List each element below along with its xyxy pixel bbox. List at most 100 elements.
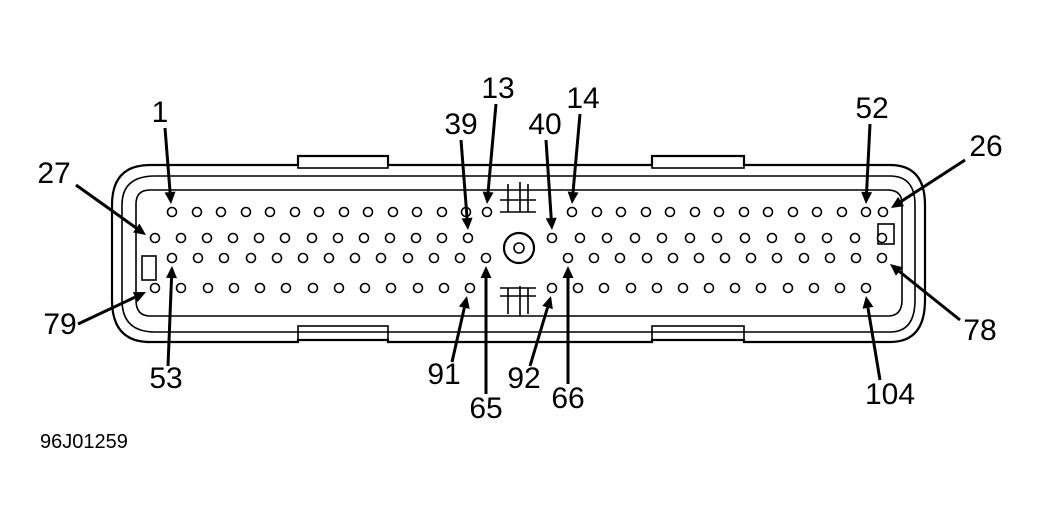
pin-row-1-pin (738, 206, 750, 218)
pin-row-3-pin (349, 252, 361, 264)
pin-row-4-pin (625, 282, 637, 294)
pin-row-4-pin (598, 282, 610, 294)
pin-row-1-pin (362, 206, 374, 218)
pin-row-4-pin (438, 282, 450, 294)
pin-grid (149, 206, 889, 294)
pin-row-4-pin (546, 282, 558, 294)
pin-row-2-pin (684, 232, 696, 244)
pin-row-4-pin (254, 282, 266, 294)
callout-arrow-27 (75, 183, 138, 230)
pin-row-1-pin (860, 206, 872, 218)
pin-label-27: 27 (37, 157, 70, 190)
pin-row-2-pin (711, 232, 723, 244)
callout-arrow-26 (900, 158, 966, 203)
pin-row-4-pin (280, 282, 292, 294)
pin-row-1-pin (191, 206, 203, 218)
callout-arrow-92 (528, 307, 549, 367)
pin-row-2-pin (821, 232, 833, 244)
callout-arrowhead-14 (567, 191, 579, 204)
pin-row-4-pin (703, 282, 715, 294)
pin-row-3-pin (824, 252, 836, 264)
callout-arrowhead-13 (482, 191, 494, 204)
pin-label-14: 14 (566, 82, 599, 115)
pin-row-2-pin (149, 232, 161, 244)
pin-label-40: 40 (528, 108, 561, 141)
pin-row-3-pin (192, 252, 204, 264)
callout-arrow-78 (898, 270, 961, 322)
pin-row-1-pin (787, 206, 799, 218)
connector-housing (110, 154, 927, 344)
pin-label-39: 39 (444, 108, 477, 141)
pin-row-2-pin (462, 232, 474, 244)
pin-row-2-pin (358, 232, 370, 244)
pin-row-3-pin (745, 252, 757, 264)
pin-label-13: 13 (481, 72, 514, 105)
callout-arrowhead-78 (890, 264, 903, 276)
pin-row-4-pin (808, 282, 820, 294)
pin-row-4-pin (175, 282, 187, 294)
callout-arrowhead-104 (862, 296, 874, 309)
callout-arrow-52 (865, 123, 872, 193)
callout-arrowhead-79 (132, 292, 146, 303)
pin-row-2-pin (601, 232, 613, 244)
pin-row-3-pin (798, 252, 810, 264)
pin-row-4-pin (464, 282, 476, 294)
pin-row-2-pin (739, 232, 751, 244)
pin-row-3-pin (667, 252, 679, 264)
callout-arrowhead-52 (861, 191, 873, 204)
pin-row-1-pin (411, 206, 423, 218)
pin-row-3-pin (297, 252, 309, 264)
callout-arrowhead-40 (545, 217, 557, 230)
callout-arrow-79 (77, 295, 136, 326)
pin-row-4-pin (782, 282, 794, 294)
pin-row-2-pin (546, 232, 558, 244)
callout-arrow-39 (459, 139, 469, 219)
callout-arrow-53 (166, 277, 174, 367)
callout-arrow-14 (571, 113, 582, 193)
pin-row-1-pin (481, 206, 493, 218)
pin-row-1-pin (264, 206, 276, 218)
pin-row-4-pin (149, 282, 161, 294)
pin-row-1-pin (713, 206, 725, 218)
pin-row-1-pin (877, 206, 889, 218)
pin-label-91: 91 (427, 358, 460, 391)
pin-row-4-pin (677, 282, 689, 294)
pin-label-92: 92 (507, 362, 540, 395)
pin-row-3-pin (876, 252, 888, 264)
pin-row-2-pin (201, 232, 213, 244)
pin-row-1-pin (338, 206, 350, 218)
pin-row-1-pin (240, 206, 252, 218)
pin-row-2-pin (574, 232, 586, 244)
pin-label-104: 104 (865, 378, 915, 411)
pin-row-4-pin (385, 282, 397, 294)
pin-label-52: 52 (855, 92, 888, 125)
pin-label-65: 65 (469, 392, 502, 425)
pin-row-1-pin (640, 206, 652, 218)
pin-label-79: 79 (43, 308, 76, 341)
pin-row-3-pin (480, 252, 492, 264)
pin-row-2-pin (766, 232, 778, 244)
pin-row-1-pin (615, 206, 627, 218)
pin-row-4-pin (333, 282, 345, 294)
pin-row-1-pin (215, 206, 227, 218)
callout-arrowhead-53 (166, 266, 178, 279)
callout-arrowhead-39 (461, 217, 473, 230)
pin-label-1: 1 (152, 96, 169, 129)
pin-row-3-pin (771, 252, 783, 264)
pin-row-1-pin (836, 206, 848, 218)
pin-row-4-pin (359, 282, 371, 294)
pin-row-4-pin (202, 282, 214, 294)
pin-row-2-pin (436, 232, 448, 244)
pin-row-1-pin (811, 206, 823, 218)
pin-row-1-pin (313, 206, 325, 218)
pin-row-2-pin (656, 232, 668, 244)
pin-row-2-pin (410, 232, 422, 244)
callout-arrowhead-91 (458, 296, 470, 309)
pin-row-3-pin (588, 252, 600, 264)
pin-row-1-pin (762, 206, 774, 218)
pin-row-2-pin (279, 232, 291, 244)
pin-row-3-pin (375, 252, 387, 264)
pin-row-1-pin (689, 206, 701, 218)
pin-row-4-pin (572, 282, 584, 294)
callout-arrowhead-66 (562, 266, 574, 278)
